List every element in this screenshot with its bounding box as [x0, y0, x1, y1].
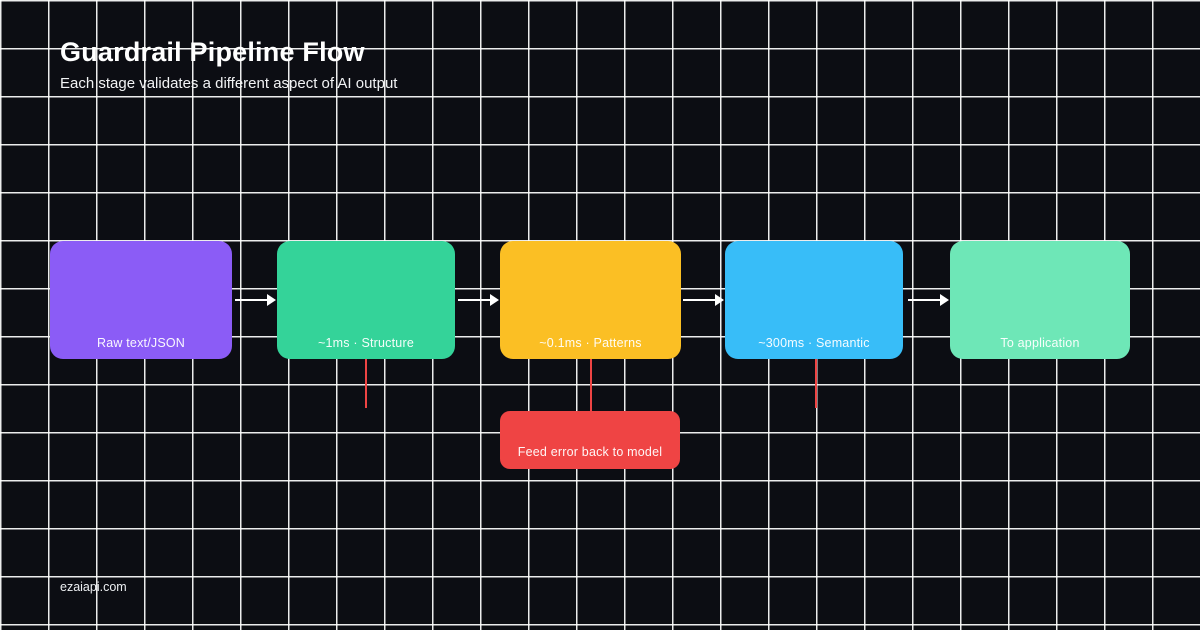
stage-label: ~300ms · Semantic — [758, 336, 870, 350]
stage-node-structure: ~1ms · Structure — [277, 241, 455, 359]
page-title: Guardrail Pipeline Flow — [60, 37, 365, 67]
error-connector-line — [365, 359, 367, 408]
stage-node-application: To application — [950, 241, 1130, 359]
error-connector-line — [815, 359, 817, 408]
error-node-label: Feed error back to model — [517, 445, 663, 459]
arrow-shaft — [458, 298, 490, 302]
stage-label: To application — [1000, 336, 1080, 350]
stage-node-raw-input: Raw text/JSON — [50, 241, 232, 359]
page-subtitle: Each stage validates a different aspect … — [60, 74, 398, 92]
arrow-head — [715, 294, 724, 306]
header: Guardrail Pipeline Flow Each stage valid… — [60, 37, 398, 92]
arrow-shaft — [908, 298, 940, 302]
arrow-head — [490, 294, 499, 306]
arrow-head — [940, 294, 949, 306]
stage-label: ~1ms · Structure — [318, 336, 414, 350]
flow-arrow-icon — [908, 293, 949, 307]
arrow-shaft — [235, 298, 267, 302]
flow-arrow-icon — [458, 293, 499, 307]
stage-label: Raw text/JSON — [96, 336, 186, 350]
stage-label: ~0.1ms · Patterns — [539, 336, 642, 350]
flow-arrow-icon — [683, 293, 724, 307]
flow-arrow-icon — [235, 293, 276, 307]
footer-watermark: ezaiapi.com — [60, 580, 127, 594]
arrow-shaft — [683, 298, 715, 302]
stage-node-semantic: ~300ms · Semantic — [725, 241, 903, 359]
error-connector-line — [590, 359, 592, 411]
arrow-head — [267, 294, 276, 306]
stage-node-patterns: ~0.1ms · Patterns — [500, 241, 681, 359]
error-feedback-node: Feed error back to model — [500, 411, 680, 469]
